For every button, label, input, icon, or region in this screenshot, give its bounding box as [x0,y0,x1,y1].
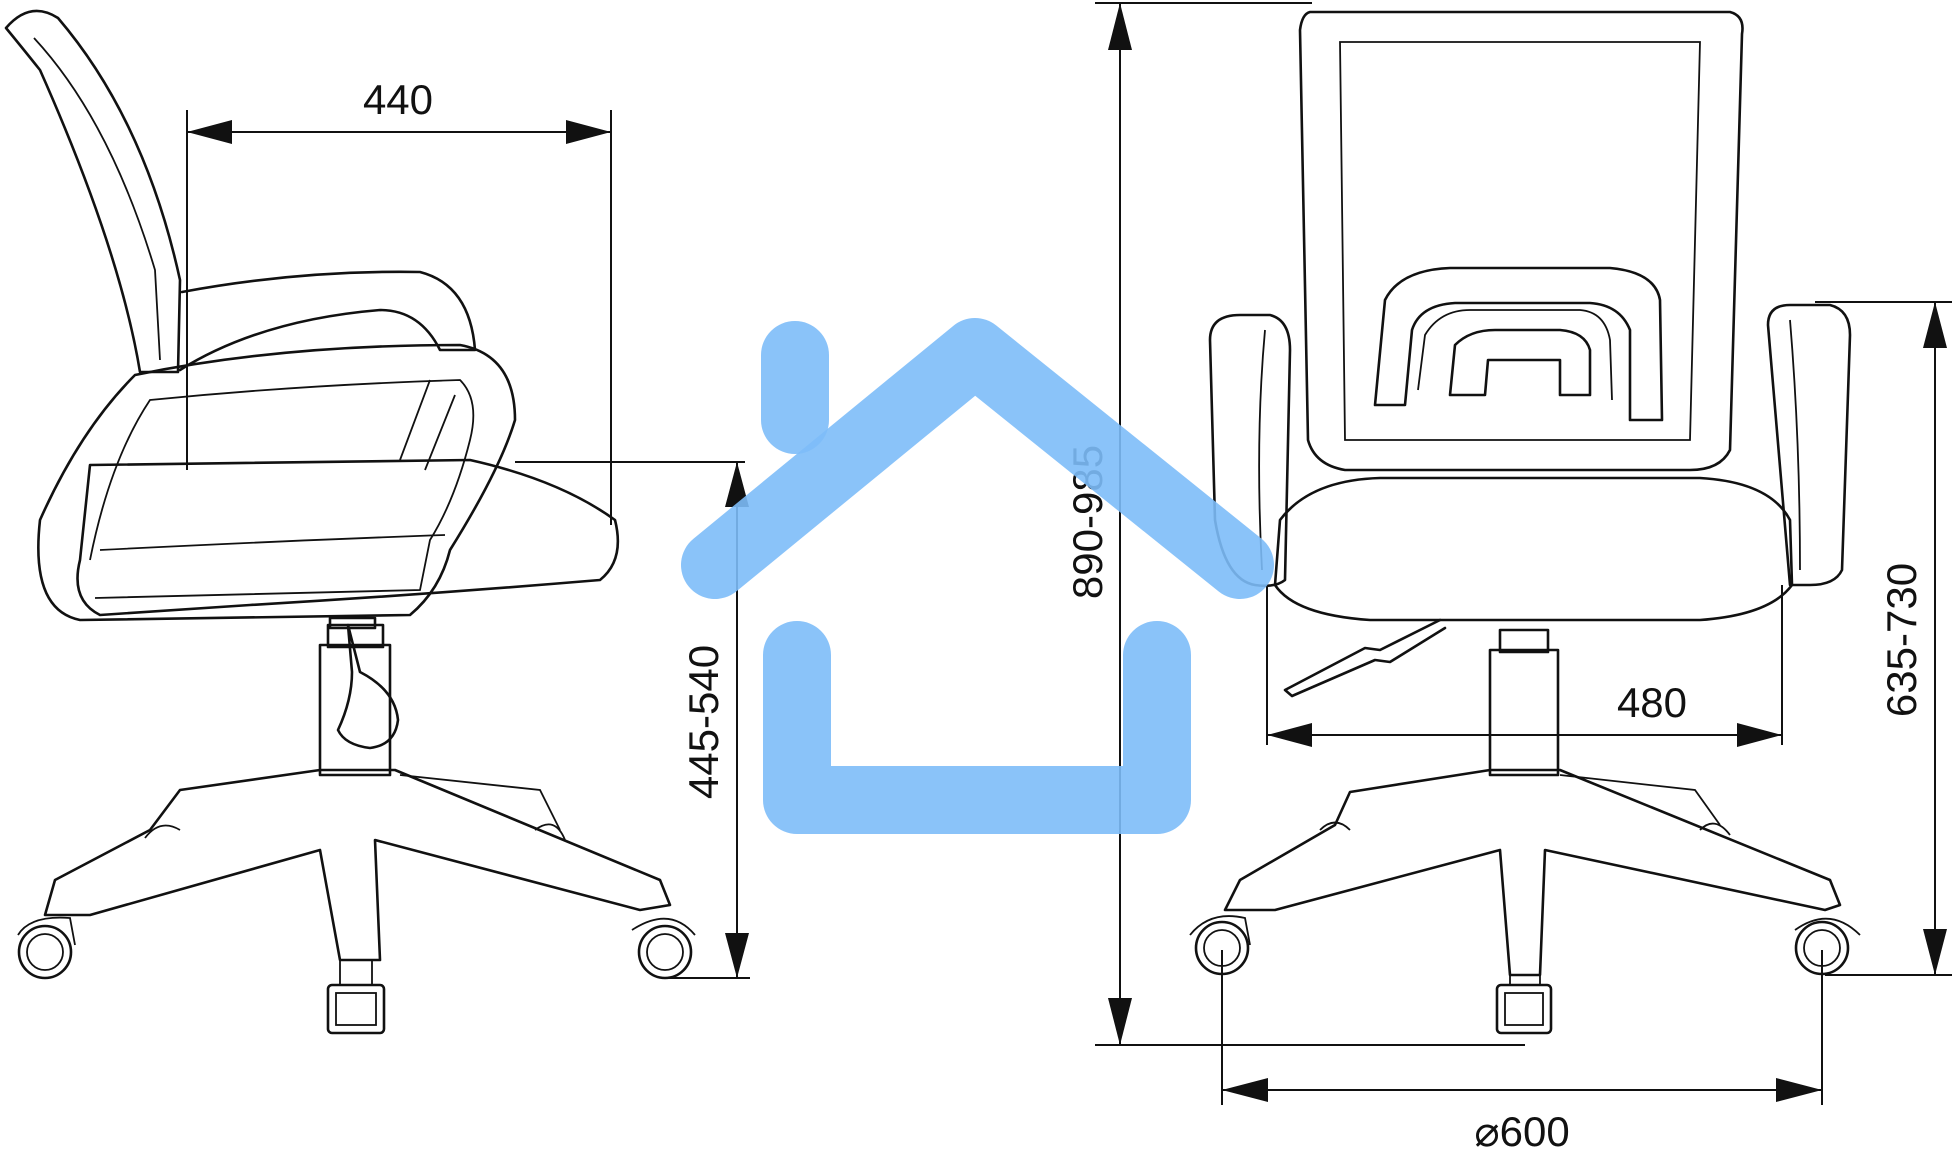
side-caster-small-r [534,823,566,841]
side-gas-lift-cap [328,616,377,630]
side-caster-right [631,917,696,980]
front-armrest-right-inner [1789,319,1801,571]
side-base [43,768,672,962]
front-armrest-right [1766,303,1852,587]
front-gas-lift-top [1498,628,1550,654]
label-side-depth: 440 [363,76,433,123]
dimension-side-depth [186,110,612,525]
side-seat-seam [99,534,446,551]
front-caster-mid [1495,975,1553,1035]
front-lumbar-mid [1417,309,1613,401]
label-seat-height: 445-540 [680,645,727,799]
dimension-total-height [1095,2,1525,1046]
front-lever [1283,618,1447,698]
side-backrest-mesh [33,37,161,361]
label-armrest-height: 635-730 [1878,563,1925,717]
diameter-symbol: ⌀ [1474,1108,1499,1152]
side-lever [336,623,400,750]
side-backrest [4,9,182,374]
chair-front-view [1189,10,1861,1035]
dimension-seat-width [1266,585,1783,747]
front-gas-lift [1488,648,1560,777]
front-base [1223,768,1842,977]
front-caster-left [1189,915,1251,976]
side-caster-left [17,916,76,980]
front-base-arm [1559,774,1721,826]
dimension-armrest-height [1815,301,1952,976]
house-roof [681,318,1274,599]
side-armrest-front [37,343,517,622]
front-caster-right [1794,917,1861,976]
front-caster-small-l [1319,821,1351,831]
side-gas-lift [318,643,392,777]
side-seat [76,458,620,617]
label-seat-width: 480 [1617,679,1687,726]
side-armrest-back [178,270,477,372]
side-gas-lift-top [326,623,385,649]
side-armrest-strut [399,379,456,471]
front-lumbar-inner [1448,328,1592,397]
front-lumbar-outer [1373,266,1664,422]
front-seat [1273,476,1794,622]
side-caster-small-l [144,824,181,839]
front-backrest-outer [1298,10,1744,472]
front-caster-small-r [1699,822,1731,836]
house-icon [681,318,1274,834]
side-caster-mid [326,960,386,1035]
side-base-arm [399,774,561,831]
side-armrest-front-inner [89,379,475,599]
dimension-base-diameter [1221,950,1823,1105]
front-backrest-inner [1339,41,1701,441]
front-armrest-left-inner [1258,329,1266,571]
house-walls [763,621,1191,834]
label-base-diameter: ⌀600 [1474,1108,1569,1152]
base-diameter-value: 600 [1500,1108,1570,1152]
chair-side-view [4,9,696,1035]
